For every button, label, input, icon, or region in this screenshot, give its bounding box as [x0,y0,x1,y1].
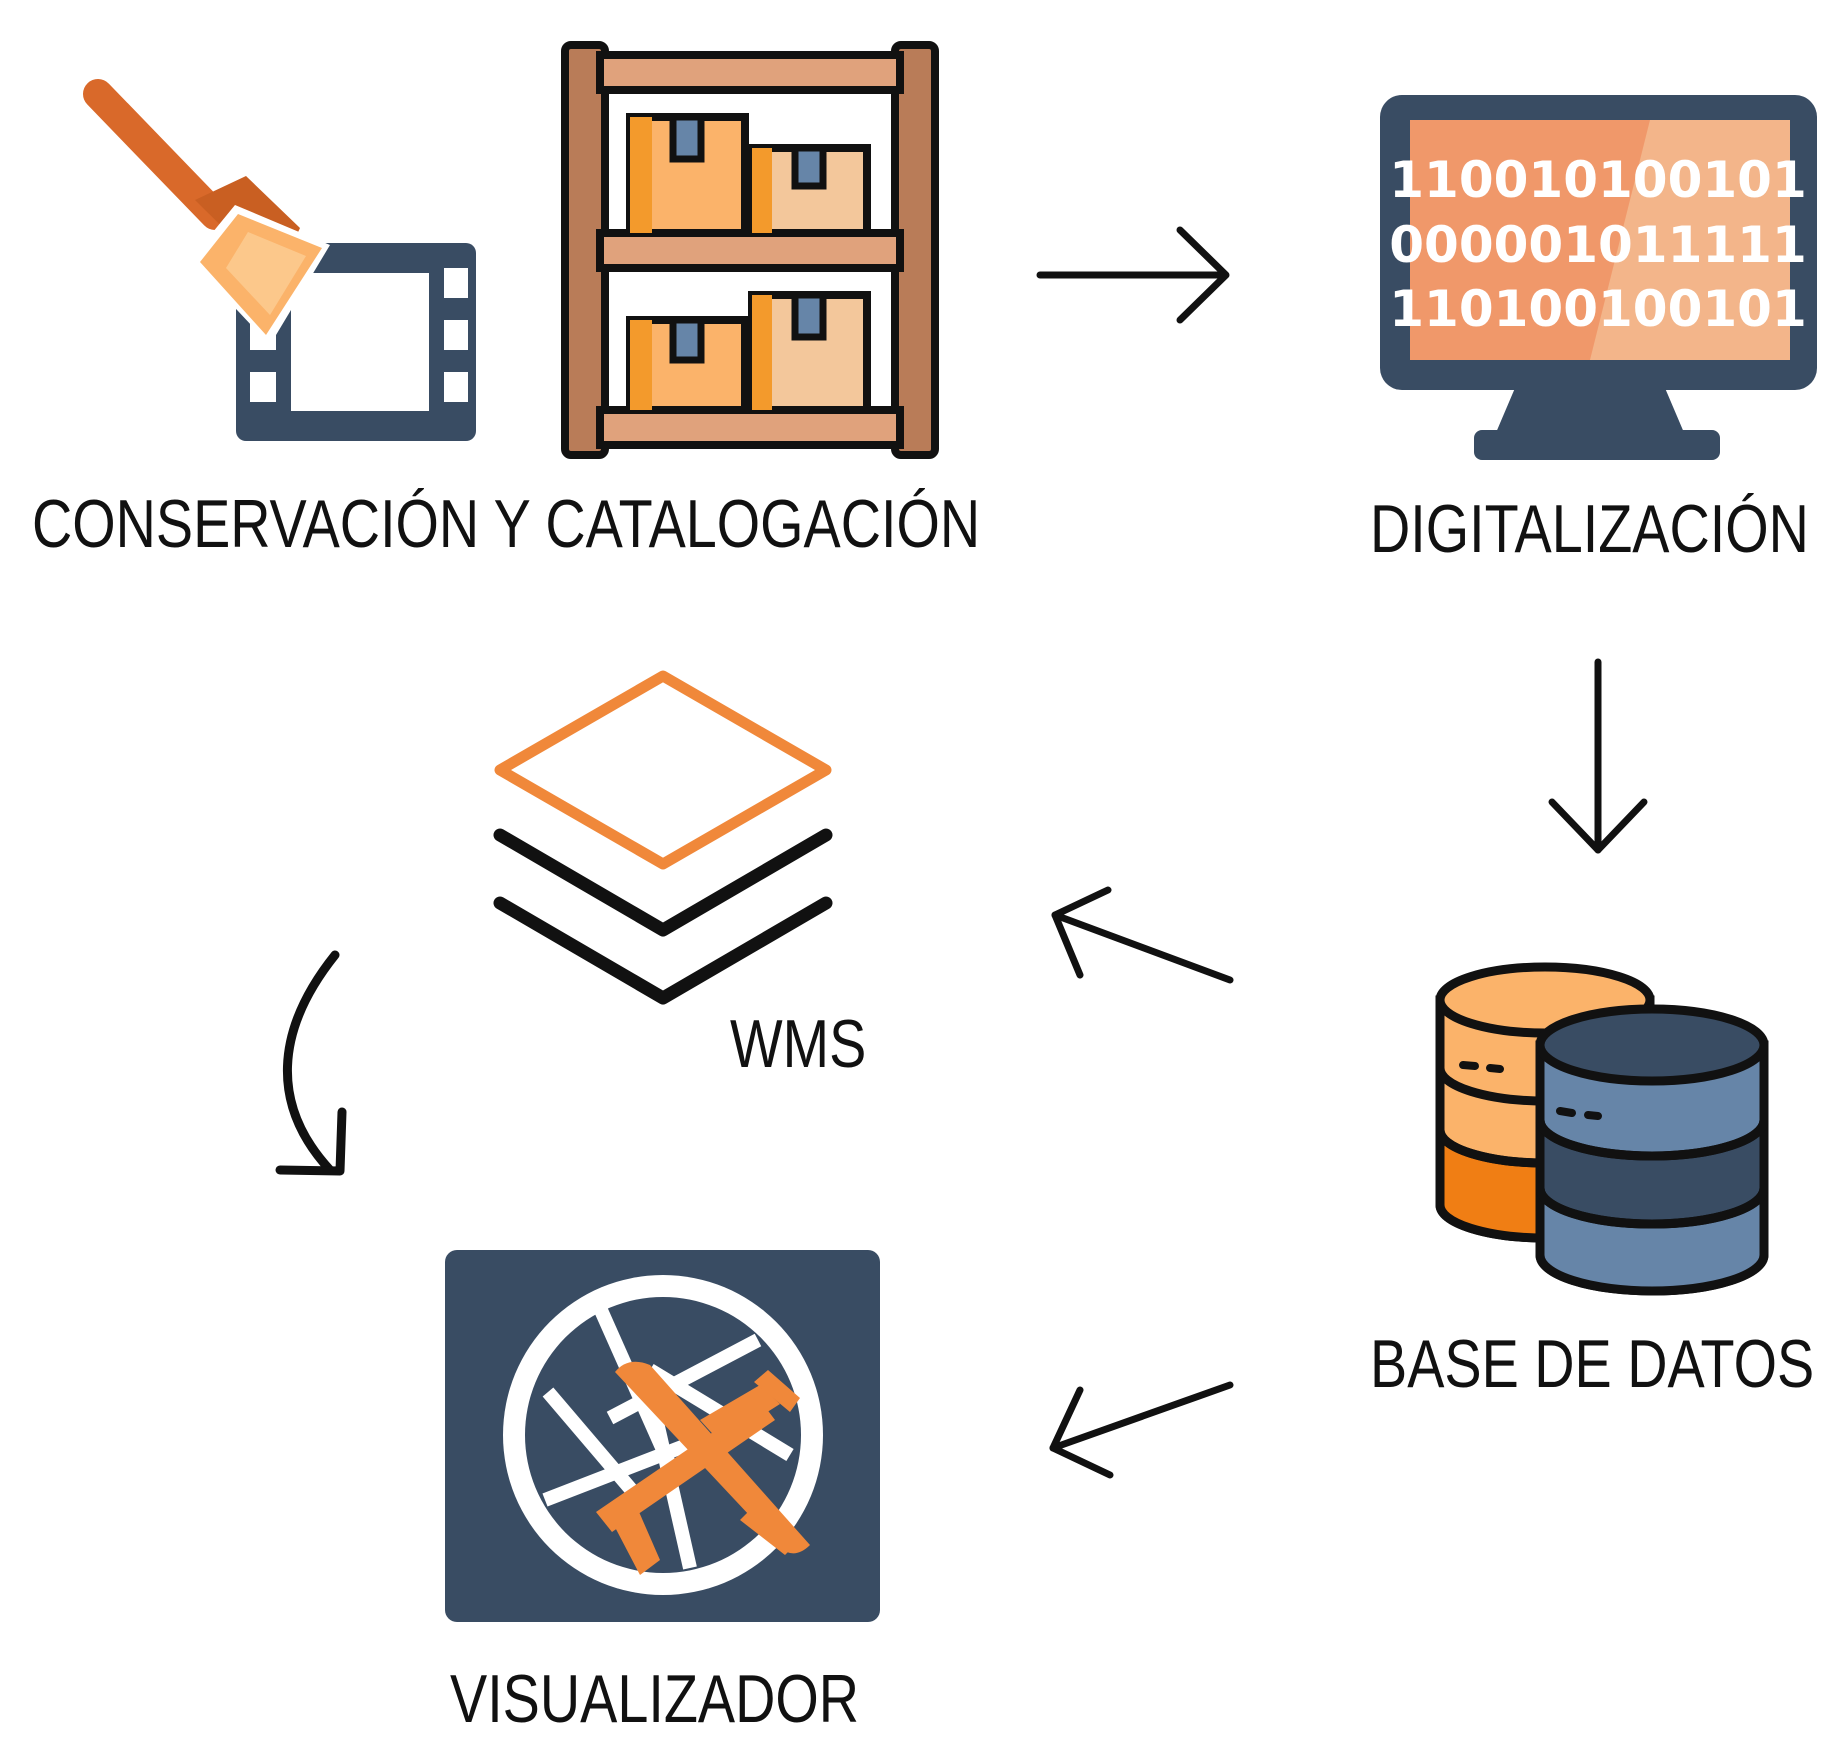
binary-screen-text: 110010100101 000001011111 110100100101 [1389,151,1806,338]
label-conservacion-catalogacion: CONSERVACIÓN Y CATALOGACIÓN [32,486,981,562]
arrow-digitalizacion-to-base-de-datos [1548,658,1648,854]
computer-monitor-icon [1380,95,1817,460]
aperture-plane-icon [445,1250,880,1622]
label-digitalizacion: DIGITALIZACIÓN [1370,491,1809,567]
label-base-de-datos: BASE DE DATOS [1370,1326,1815,1402]
database-indicator-dots [1459,1061,1602,1120]
arrow-base-de-datos-to-wms [1051,886,1234,984]
archive-shelf-icon [561,41,939,459]
label-wms: WMS [730,1006,867,1082]
layers-icon [493,670,833,1005]
brush-icon [83,79,330,345]
binary-line-1: 110010100101 [1389,151,1806,209]
arrow-base-de-datos-to-visualizador [1049,1381,1234,1479]
binary-line-2: 000001011111 [1389,216,1806,274]
arrow-wms-to-visualizador [275,950,347,1176]
plane-icon [596,1361,810,1575]
arrow-conservacion-to-digitalizacion [1036,226,1230,324]
binary-line-3: 110100100101 [1389,280,1806,338]
label-visualizador: VISUALIZADOR [450,1661,860,1737]
database-icon [1435,962,1769,1296]
